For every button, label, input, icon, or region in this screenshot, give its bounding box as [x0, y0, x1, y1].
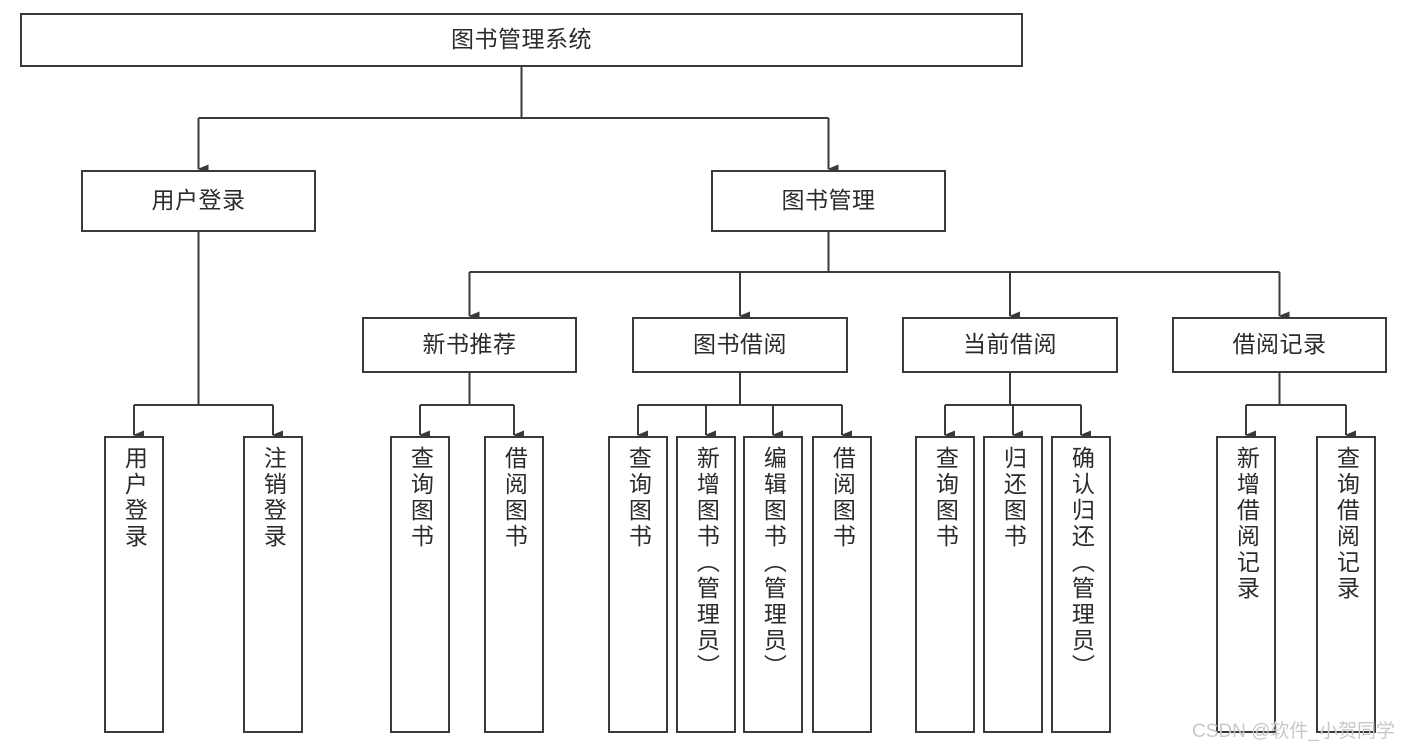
node-label-root: 图书管理系统 [451, 26, 592, 53]
node-label-leaf-confirm-return: 确认归还（管理员） [1068, 446, 1095, 680]
node-borrow-record[interactable]: 借阅记录 [1172, 317, 1387, 373]
node-leaf-add-record[interactable]: 新增借阅记录 [1216, 436, 1276, 733]
node-label-leaf-borrow-book-2: 借阅图书 [829, 446, 856, 550]
node-label-leaf-logout: 注销登录 [260, 446, 287, 550]
node-book-borrow[interactable]: 图书借阅 [632, 317, 848, 373]
node-label-current-borrow: 当前借阅 [963, 331, 1057, 358]
node-leaf-edit-book[interactable]: 编辑图书（管理员） [743, 436, 803, 733]
node-label-leaf-add-book: 新增图书（管理员） [693, 446, 720, 680]
node-root[interactable]: 图书管理系统 [20, 13, 1023, 67]
node-label-borrow-record: 借阅记录 [1232, 331, 1327, 358]
node-label-book-manage: 图书管理 [781, 187, 876, 214]
node-leaf-query-book-2[interactable]: 查询图书 [608, 436, 668, 733]
node-label-user-login: 用户登录 [151, 187, 246, 214]
node-label-leaf-borrow-book-1: 借阅图书 [501, 446, 528, 550]
node-leaf-add-book[interactable]: 新增图书（管理员） [676, 436, 736, 733]
node-leaf-return-book[interactable]: 归还图书 [983, 436, 1043, 733]
node-label-new-book-rec: 新书推荐 [422, 331, 517, 358]
node-label-leaf-query-record: 查询借阅记录 [1333, 446, 1360, 602]
node-leaf-query-book-3[interactable]: 查询图书 [915, 436, 975, 733]
node-leaf-query-record[interactable]: 查询借阅记录 [1316, 436, 1376, 733]
node-label-book-borrow: 图书借阅 [693, 331, 787, 358]
node-label-leaf-edit-book: 编辑图书（管理员） [760, 446, 787, 680]
node-leaf-borrow-book-1[interactable]: 借阅图书 [484, 436, 544, 733]
node-user-login[interactable]: 用户登录 [81, 170, 316, 232]
node-label-leaf-add-record: 新增借阅记录 [1233, 446, 1260, 602]
node-label-leaf-query-book-2: 查询图书 [625, 446, 652, 550]
node-leaf-confirm-return[interactable]: 确认归还（管理员） [1051, 436, 1111, 733]
node-book-manage[interactable]: 图书管理 [711, 170, 946, 232]
node-leaf-borrow-book-2[interactable]: 借阅图书 [812, 436, 872, 733]
node-current-borrow[interactable]: 当前借阅 [902, 317, 1118, 373]
node-label-leaf-user-login: 用户登录 [121, 446, 148, 550]
node-label-leaf-query-book-1: 查询图书 [407, 446, 434, 550]
node-leaf-query-book-1[interactable]: 查询图书 [390, 436, 450, 733]
node-leaf-user-login[interactable]: 用户登录 [104, 436, 164, 733]
node-label-leaf-return-book: 归还图书 [1000, 446, 1027, 550]
node-leaf-logout[interactable]: 注销登录 [243, 436, 303, 733]
node-new-book-rec[interactable]: 新书推荐 [362, 317, 577, 373]
node-label-leaf-query-book-3: 查询图书 [932, 446, 959, 550]
